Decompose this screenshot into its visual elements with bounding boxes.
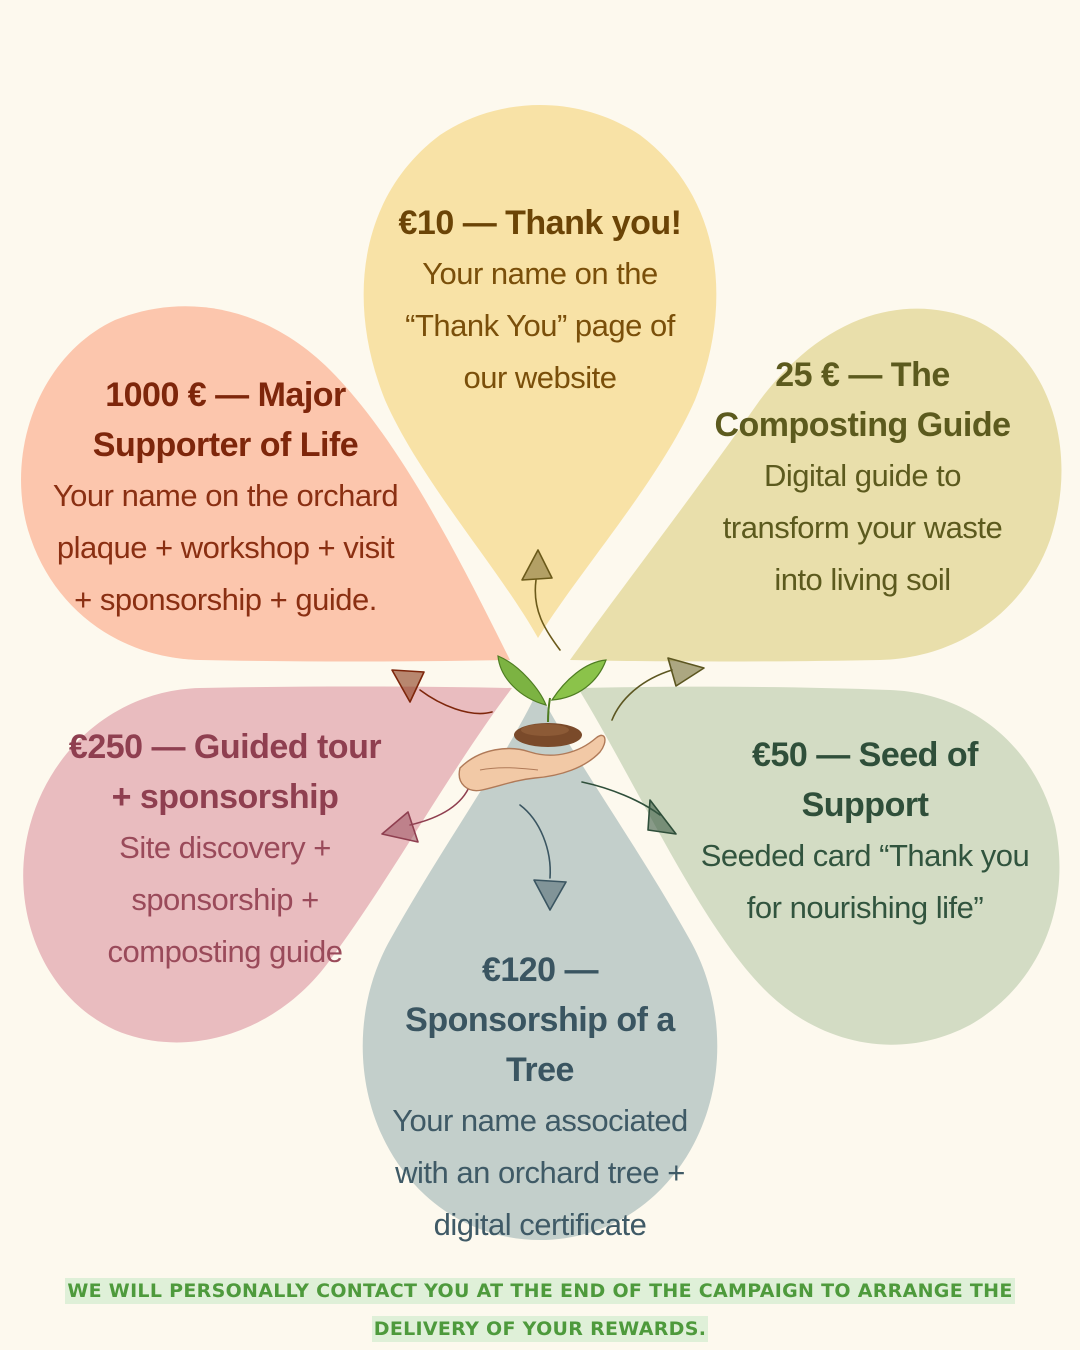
tier-250-title: €250 — Guided tour + sponsorship [68,728,382,816]
footer-text: We will personally contact you at the en… [65,1278,1015,1342]
petal-250 [23,686,512,1043]
tier-50-description: Seeded card “Thank you for nourishing li… [700,838,1030,925]
tier-120-description: Your name associated with an orchard tre… [392,1103,688,1242]
petal-25 [570,308,1062,662]
tier-1000-description: Your name on the orchard plaque + worksh… [52,478,399,617]
tier-250: €250 — Guided tour + sponsorship Site di… [60,722,390,978]
tier-25-title: 25 € — The Composting Guide [714,356,1011,444]
sketch-arrow-icon [611,657,705,721]
footer-note: We will personally contact you at the en… [20,1272,1060,1348]
tier-120: €120 — Sponsorship of a Tree Your name a… [385,945,695,1251]
tier-10: €10 — Thank you! Your name on the “Thank… [380,198,700,404]
sketch-arrow-icon [581,781,677,835]
tier-25: 25 € — The Composting Guide Digital guid… [705,350,1020,606]
sketch-arrow-icon [391,669,493,715]
petal-120 [362,690,718,1240]
petal-50 [578,686,1060,1045]
sketch-arrow-icon [519,804,567,911]
hand-holding-seedling-icon [458,655,607,792]
tier-120-title: €120 — Sponsorship of a Tree [405,951,675,1089]
sketch-arrow-icon [521,549,561,651]
tier-50-title: €50 — Seed of Support [752,736,978,824]
tier-250-description: Site discovery + sponsorship + compostin… [107,830,344,969]
tier-10-title: €10 — Thank you! [398,204,682,242]
tier-1000: 1000 € — Major Supporter of Life Your na… [48,370,403,626]
sketch-arrows [381,549,705,911]
tier-50: €50 — Seed of Support Seeded card “Thank… [700,730,1030,934]
sketch-arrow-icon [381,784,471,843]
tier-1000-title: 1000 € — Major Supporter of Life [92,376,359,464]
petal-10 [363,105,717,638]
petal-1000 [21,306,511,662]
tier-25-description: Digital guide to transform your waste in… [722,458,1003,597]
tier-10-description: Your name on the “Thank You” page of our… [405,256,675,395]
